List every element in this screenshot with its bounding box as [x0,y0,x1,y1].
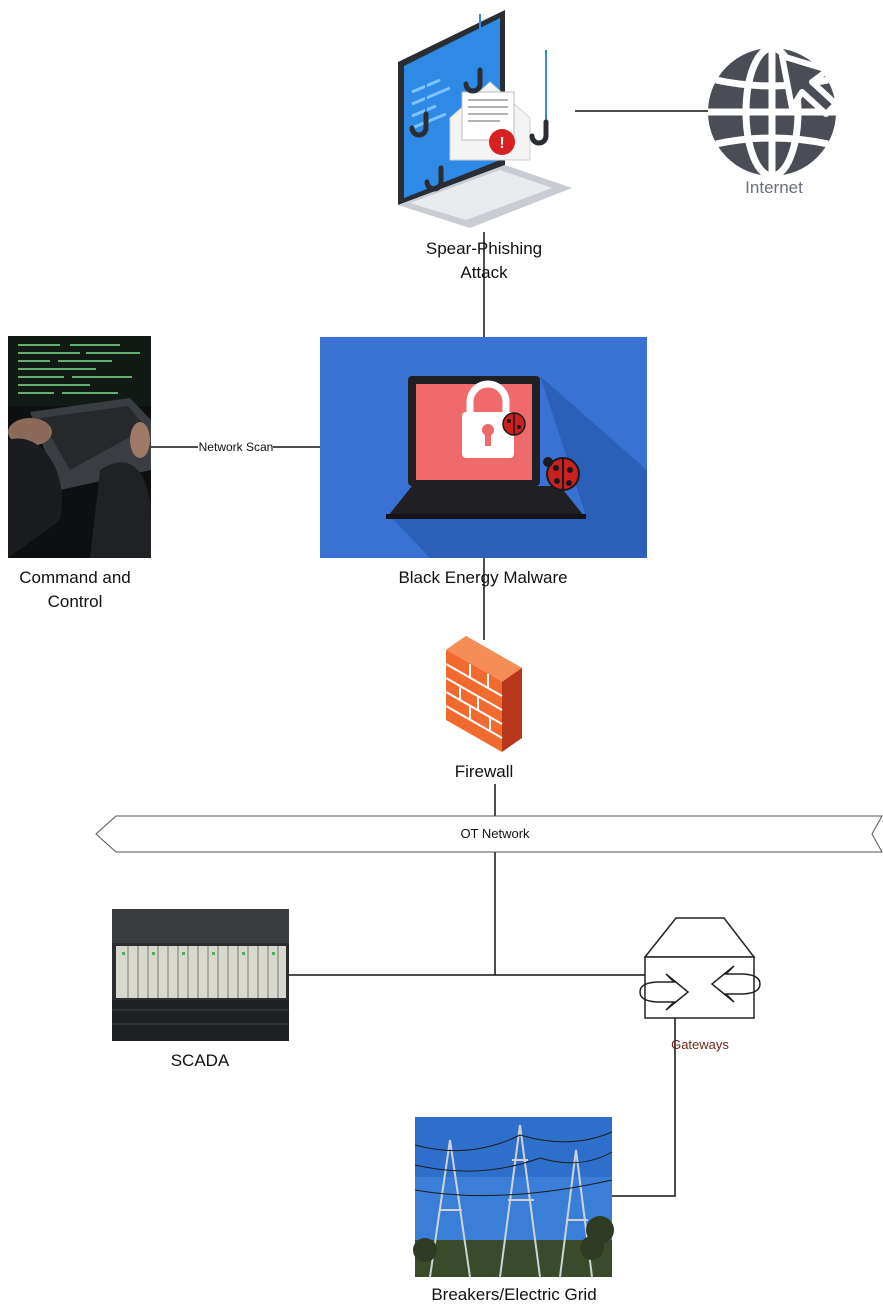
network-scan-label: Network Scan [198,440,274,454]
ot-network-label: OT Network [460,826,530,841]
ot-network-bar [95,815,883,853]
scada-label: SCADA [170,1051,230,1070]
globe-cursor-icon [708,44,839,180]
scada-rack-photo [112,909,289,1041]
edge-gateways-breakers [612,1018,676,1197]
internet-label: Internet [745,178,803,197]
spear-phishing-label: Spear-Phishing Attack [425,239,543,282]
breakers-electric-grid-label: Breakers/Electric Grid [431,1285,597,1304]
hacker-laptop-photo [8,336,151,558]
phishing-laptop-icon: ! [395,8,573,230]
firewall-icon [445,636,522,752]
malware-laptop-icon [320,337,647,558]
command-and-control-label: Command and Control [19,568,131,611]
black-energy-malware-label: Black Energy Malware [398,568,568,587]
gateway-icon [639,917,761,1019]
gateways-label: Gateways [671,1037,729,1052]
network-scan-label-bg [198,440,273,454]
substation-photo [413,1117,614,1278]
svg-text:!: ! [499,135,504,152]
firewall-label: Firewall [434,760,534,784]
